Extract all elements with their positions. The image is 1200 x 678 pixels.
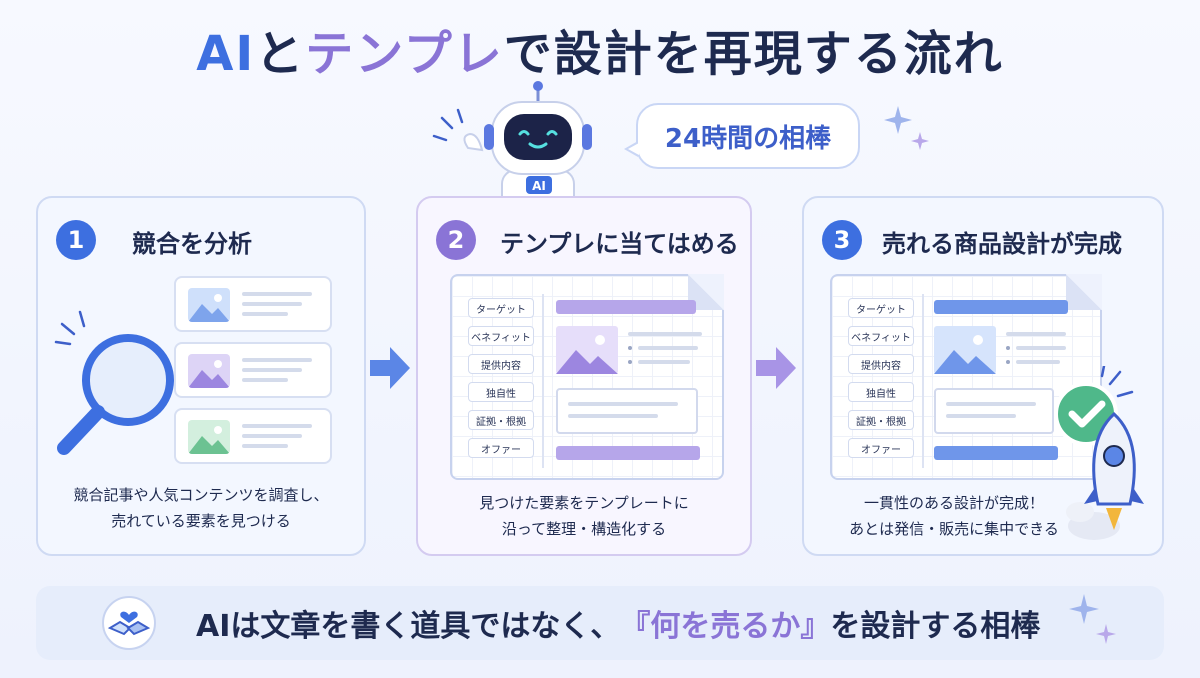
page-title: AIとテンプレで設計を再現する流れ bbox=[0, 14, 1200, 84]
step-number-3: 3 bbox=[822, 220, 862, 260]
template-label: ターゲット bbox=[468, 298, 534, 318]
template-label: ベネフィット bbox=[468, 326, 534, 346]
step-panel-2: 2 テンプレに当てはめる ターゲット ベネフィット 提供内容 独自性 証拠・根拠… bbox=[416, 196, 752, 556]
magnifier-icon bbox=[54, 310, 174, 455]
bottom-message: AIは文章を書く道具ではなく、『何を売るか』を設計する相棒 bbox=[196, 586, 1040, 660]
wave-lines bbox=[432, 108, 464, 142]
heart-icon bbox=[120, 611, 138, 623]
sparkle-icon bbox=[884, 106, 929, 150]
step-desc-3-line2: あとは発信・販売に集中できる bbox=[849, 520, 1059, 538]
step-number-2: 2 bbox=[436, 220, 476, 260]
step-title-2: テンプレに当てはめる bbox=[500, 230, 739, 258]
step-desc-2-line2: 沿って整理・構造化する bbox=[501, 520, 667, 538]
handshake-icon bbox=[107, 611, 151, 636]
bottom-message-post: を設計する相棒 bbox=[830, 609, 1041, 644]
title-template: テンプレ bbox=[305, 26, 504, 82]
robot-icon bbox=[432, 81, 592, 198]
template-label: 提供内容 bbox=[848, 354, 914, 374]
template-label: 独自性 bbox=[468, 382, 534, 402]
step-desc-2: 見つけた要素をテンプレートに 沿って整理・構造化する bbox=[428, 490, 740, 542]
bottom-message-pre: AIは文章を書く道具ではなく、 bbox=[196, 609, 621, 644]
image-icon bbox=[934, 326, 996, 374]
step-desc-2-line1: 見つけた要素をテンプレートに bbox=[479, 494, 689, 512]
step-desc-3: 一貫性のある設計が完成！ あとは発信・販売に集中できる bbox=[814, 490, 1094, 542]
step-desc-1-line1: 競合記事や人気コンテンツを調査し、 bbox=[73, 486, 329, 504]
step-panel-1: 1 競合を分析 競合記事や人気コンテンツを調査し、 売れている要素を見つける bbox=[36, 196, 366, 556]
step-title-3: 売れる商品設計が完成 bbox=[882, 230, 1122, 258]
bottom-message-bar: AIは文章を書く道具ではなく、『何を売るか』を設計する相棒 bbox=[36, 586, 1164, 660]
completed-document: ターゲット ベネフィット 提供内容 独自性 証拠・根拠 オファー bbox=[830, 274, 1102, 480]
arrow-right-icon bbox=[756, 347, 796, 389]
step-desc-3-line1: 一貫性のある設計が完成！ bbox=[863, 494, 1044, 512]
template-label: オファー bbox=[468, 438, 534, 458]
template-label: 証拠・根拠 bbox=[468, 410, 534, 430]
rocket-icon bbox=[1066, 411, 1144, 540]
speech-bubble: 24時間の相棒 bbox=[624, 103, 860, 169]
step-panel-3: 3 売れる商品設計が完成 ターゲット ベネフィット 提供内容 独自性 証拠・根拠… bbox=[802, 196, 1164, 556]
template-label: ターゲット bbox=[848, 298, 914, 318]
robot-badge: AI bbox=[532, 179, 546, 193]
template-label: 証拠・根拠 bbox=[848, 410, 914, 430]
step-desc-1-line2: 売れている要素を見つける bbox=[111, 512, 291, 530]
competitor-card-3 bbox=[174, 408, 332, 464]
title-ai: AI bbox=[196, 26, 256, 82]
step-title-1: 競合を分析 bbox=[132, 230, 252, 258]
arrow-right-icon bbox=[370, 347, 410, 389]
handshake-badge bbox=[102, 596, 156, 650]
image-icon bbox=[188, 288, 230, 322]
step-desc-1: 競合記事や人気コンテンツを調査し、 売れている要素を見つける bbox=[48, 482, 354, 534]
sparkle-icon bbox=[1069, 594, 1116, 644]
template-label: ベネフィット bbox=[848, 326, 914, 346]
template-label: 提供内容 bbox=[468, 354, 534, 374]
image-icon bbox=[188, 354, 230, 388]
step-number-1: 1 bbox=[56, 220, 96, 260]
bottom-message-highlight: 『何を売るか』 bbox=[620, 609, 831, 644]
template-label: 独自性 bbox=[848, 382, 914, 402]
title-to: と bbox=[255, 26, 306, 82]
image-icon bbox=[556, 326, 618, 374]
image-icon bbox=[188, 420, 230, 454]
competitor-card-1 bbox=[174, 276, 332, 332]
template-label: オファー bbox=[848, 438, 914, 458]
competitor-card-2 bbox=[174, 342, 332, 398]
title-rest: で設計を再現する流れ bbox=[503, 26, 1004, 82]
template-document: ターゲット ベネフィット 提供内容 独自性 証拠・根拠 オファー bbox=[450, 274, 724, 480]
